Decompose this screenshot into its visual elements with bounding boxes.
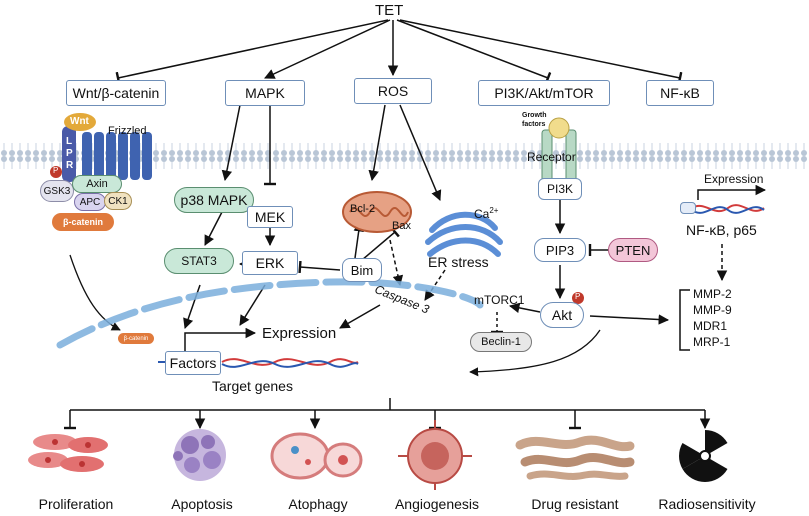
- calcium-label: Ca2+: [474, 206, 498, 221]
- erk-to-expression: [239, 284, 266, 326]
- factors-box: Factors: [165, 351, 221, 375]
- outcome-atophagy: Atophagy: [288, 496, 348, 512]
- pathway-wnt-box: Wnt/β-catenin: [66, 80, 166, 106]
- bim-node: Bim: [342, 258, 382, 282]
- expression-arrow-nfkb: [697, 184, 767, 200]
- tet-to-mapk: [264, 19, 391, 79]
- wnt-ligand-icon: [64, 113, 96, 131]
- bim-inhibit-bax: [361, 226, 400, 261]
- nfkb-dna-cap: [680, 202, 696, 214]
- caspase-to-expression: [339, 304, 381, 329]
- akt-p-badge-label: P: [575, 292, 581, 301]
- mitochondrion-icon: [342, 191, 412, 233]
- angiogenesis-tumor-icon: [398, 420, 472, 490]
- dna-nfkb-strand-1: [691, 204, 765, 213]
- tet-label: TET: [375, 2, 404, 19]
- lpr-coreceptor: [62, 126, 76, 182]
- akt-to-targets: [589, 314, 670, 325]
- stat3-to-expression: [183, 284, 201, 329]
- nfkb-target-2: MMP-9: [693, 303, 732, 317]
- growth-factors-label-1: Growth: [522, 112, 547, 119]
- outcome-angiogenesis: Angiogenesis: [394, 496, 480, 512]
- pathway-ros-box: ROS: [354, 78, 432, 104]
- autophagy-cell-icon: [270, 432, 363, 480]
- outcome-drug-resistant: Drug resistant: [531, 496, 619, 512]
- nfkb-target-3: MDR1: [693, 319, 728, 333]
- outcome-radiosensitivity: Radiosensitivity: [658, 496, 756, 512]
- lpr-p: P: [66, 148, 73, 159]
- ros-to-er: [399, 104, 442, 201]
- dna-nfkb-strand-2: [691, 206, 765, 214]
- gsk3-node: GSK3: [40, 180, 74, 202]
- outcome-proliferation: Proliferation: [38, 496, 114, 512]
- calcium-text: Ca: [474, 207, 490, 221]
- bcl2-label: Bcl-2: [350, 203, 376, 215]
- frizzled-receptor-icon: [82, 132, 152, 180]
- drug-resistant-cells-icon: [515, 435, 635, 480]
- endoplasmic-reticulum-icon: [425, 211, 503, 257]
- axin-node: Axin: [72, 175, 122, 193]
- bax-label: Bax: [392, 220, 411, 232]
- erk-node: ERK: [242, 251, 298, 275]
- lpr-r: R: [66, 160, 74, 171]
- bim-inhibit-erk: [298, 260, 341, 274]
- akt-p-badge-icon: [572, 292, 584, 304]
- factors-expression-arrow: [184, 327, 257, 352]
- frizzled-label: Frizzled: [108, 125, 147, 137]
- beta-catenin-node: β-catenin: [52, 213, 114, 231]
- pathway-nfkb-box: NF-κB: [646, 80, 714, 106]
- wnt-to-nucleus: [69, 254, 121, 331]
- apc-node: APC: [74, 193, 106, 211]
- pip3-node: PIP3: [534, 238, 586, 262]
- nfkb-target-4: MRP-1: [693, 335, 731, 349]
- nfkb-target-1: MMP-2: [693, 287, 732, 301]
- tet-to-pi3k: [396, 19, 552, 85]
- dna-factors-strand-2: [221, 360, 359, 368]
- pathway-mapk-box: MAPK: [225, 80, 305, 106]
- ros-to-mito: [368, 104, 386, 182]
- lpr-l: L: [66, 136, 73, 147]
- nucleus-expression-label: Expression: [262, 325, 337, 342]
- wnt-p-badge-icon: [50, 166, 62, 178]
- pathway-pi3k-box: PI3K/Akt/mTOR: [478, 80, 610, 106]
- outcome-icons: [28, 420, 732, 490]
- targets-bracket: [679, 289, 690, 351]
- growth-factors-label-2: factors: [522, 121, 546, 128]
- akt-node: Akt: [540, 302, 584, 328]
- stat3-node: STAT3: [164, 248, 234, 274]
- pten-node: PTEN: [608, 238, 658, 262]
- apoptosis-cell-icon: [173, 429, 226, 481]
- ck1-node: CK1: [104, 192, 132, 210]
- p38-mapk-node: p38 MAPK: [174, 187, 254, 213]
- outcome-apoptosis: Apoptosis: [171, 496, 233, 512]
- wnt-p-badge-label: P: [53, 166, 59, 175]
- er-stress-label: ER stress: [428, 254, 489, 270]
- dna-factors-strand-1: [221, 358, 359, 366]
- p38-to-stat3: [204, 211, 223, 246]
- beclin1-node: Beclin-1: [470, 332, 532, 352]
- nuclear-envelope: [56, 278, 484, 349]
- calcium-charge: 2+: [489, 206, 499, 215]
- tet-to-wnt: [115, 19, 389, 85]
- receptor-label: Receptor: [527, 150, 576, 164]
- nfkb-expression-label: Expression: [704, 172, 764, 186]
- proliferation-cells-icon: [28, 434, 108, 472]
- growth-factor-receptor-icon: [541, 117, 577, 186]
- pi3k-node: PI3K: [538, 178, 582, 200]
- er-to-caspase: [424, 269, 446, 301]
- mito-to-caspase: [389, 239, 404, 287]
- mapk-to-p38: [221, 104, 241, 182]
- wnt-ligand-label: Wnt: [70, 116, 89, 127]
- nfkb-p65-label: NF-κB, p65: [686, 222, 757, 238]
- akt-to-nucleus: [469, 329, 601, 377]
- akt-to-mtorc1: [508, 302, 541, 314]
- target-genes-label: Target genes: [212, 378, 293, 394]
- mek-node: MEK: [247, 206, 293, 228]
- beta-catenin-nuclear-node: β-catenin: [118, 333, 154, 344]
- mtorc1-label: mTORC1: [474, 293, 525, 307]
- radiation-icon: [678, 429, 732, 483]
- tet-to-nfkb: [399, 19, 683, 85]
